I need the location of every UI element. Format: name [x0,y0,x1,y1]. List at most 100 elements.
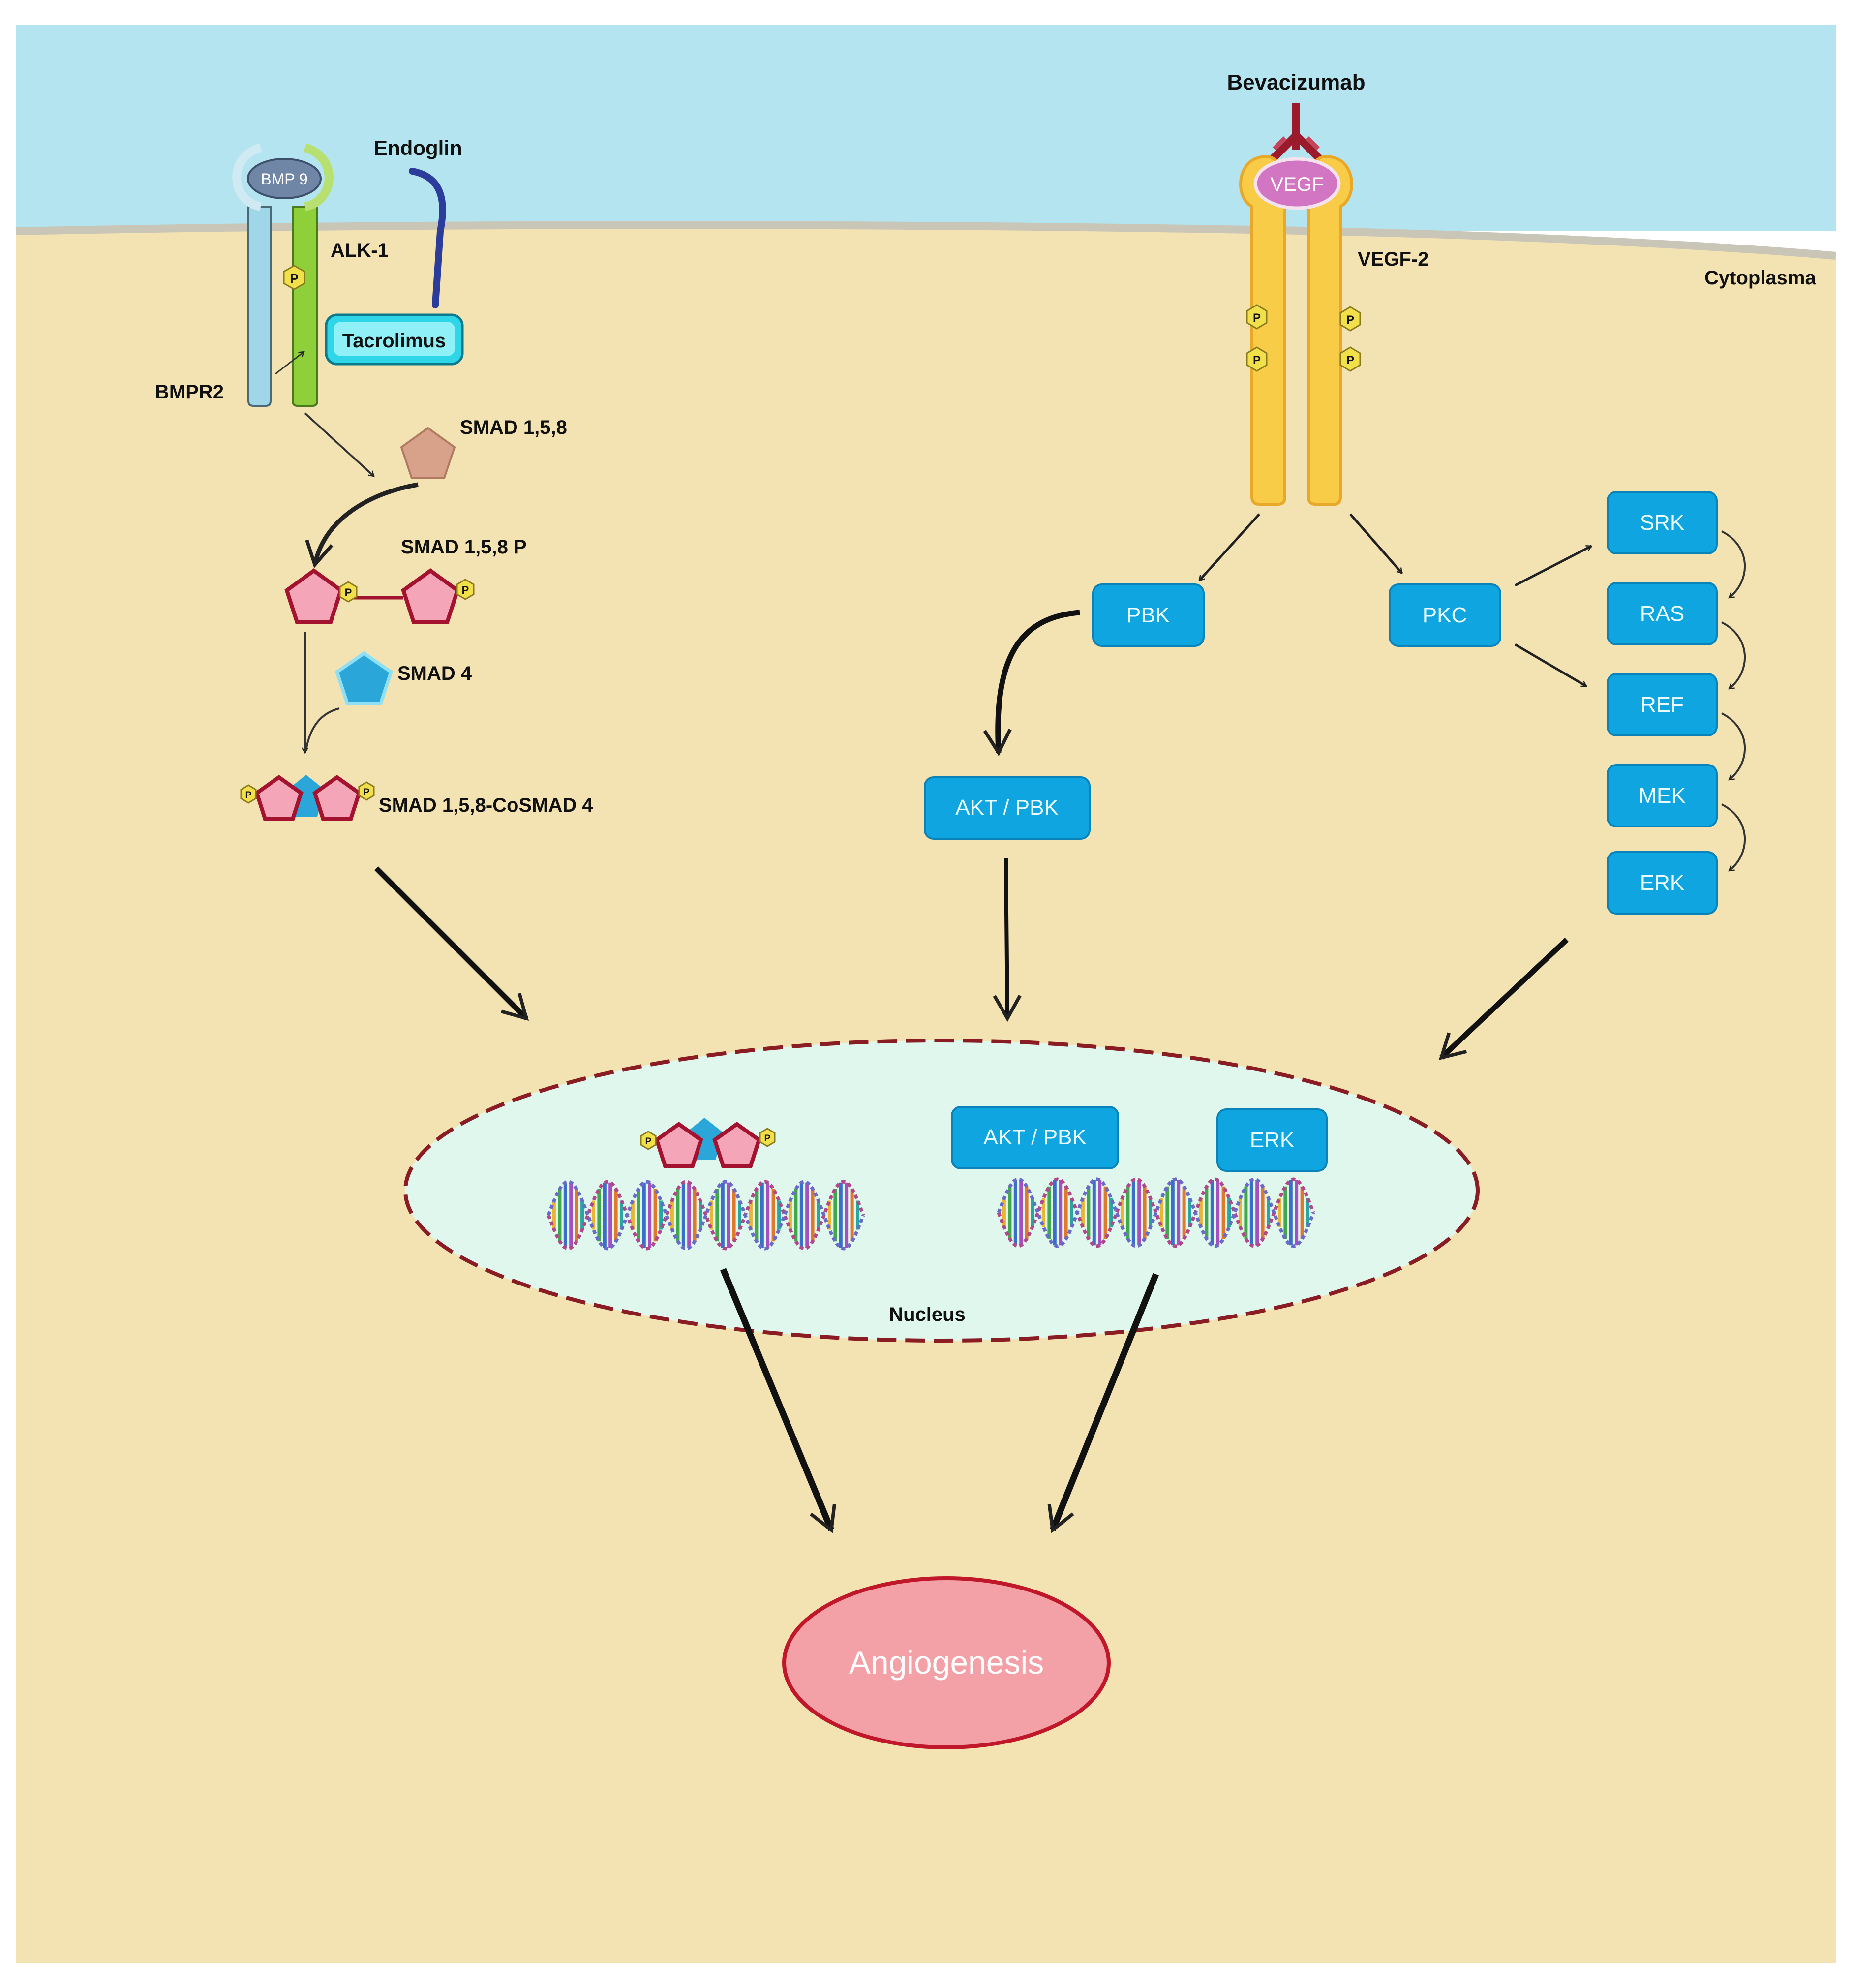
pkc-label: PKC [1423,603,1467,627]
pbk-to-aktpbk-arrow [983,610,1080,757]
ras-to-ref-arrow [1721,621,1746,690]
alk1-phospho-label: P [290,271,298,286]
antibody-arm-right-inner [1306,136,1320,150]
nuc-complex-left-icon [654,1122,703,1168]
nuc-complex-right-icon [712,1122,761,1168]
nucleus-aktpbk-box [951,1106,1119,1169]
pkc-to-ref-arrow [1514,643,1588,688]
smad158-label: SMAD 1,5,8 [460,417,567,438]
mek-to-erk-arrow [1721,803,1746,872]
smad158p-left-phospho-icon [339,581,358,603]
smad4-label: SMAD 4 [397,663,472,684]
dna-helix-right [997,1177,1315,1248]
dna-helix-left [547,1180,865,1251]
angiogenesis-label: Angiogenesis [849,1644,1044,1681]
vegf2-phospho-sites: P P P P [1246,304,1361,372]
smad158-icon [400,427,456,479]
tacrolimus-inner [334,322,455,356]
vegf2-phospho-label-4: P [1346,354,1354,367]
bmpr2-receptor [247,206,272,407]
ref-label: REF [1640,693,1684,717]
receptor-to-smad-arrow [304,412,375,477]
alk1-receptor [292,206,318,407]
alk1-label: ALK-1 [331,240,389,261]
vegf2-phospho-icon-1 [1246,304,1268,330]
nuc-complex-left-phospho-icon [640,1131,657,1150]
alk1-ligand-arc [304,143,334,211]
smad158p-right-phospho-icon [456,579,475,600]
smad158p-label: SMAD 1,5,8 P [401,536,527,558]
endoglin-label: Endoglin [374,136,462,159]
ref-box [1607,673,1718,736]
smad4-join-arrow [305,707,340,751]
pkc-to-srk-arrow [1514,545,1593,587]
complex-label: SMAD 1,5,8-CoSMAD 4 [379,795,593,816]
mapk-cascade-arrows [1721,530,1746,872]
ras-label: RAS [1640,602,1684,626]
extracellular-space [16,25,1836,231]
vegf2-to-pkc-arrow [1349,513,1403,574]
ras-box [1607,582,1718,645]
cytoplasma-label: Cytoplasma [1704,267,1816,289]
alk1-phospho-icon [283,265,305,290]
nucleus-label: Nucleus [889,1304,966,1325]
smad158p-right-phospho-label: P [462,584,469,596]
mek-label: MEK [1639,784,1685,808]
vegf2-phospho-label-2: P [1253,354,1261,367]
smad-to-nucleus-arrow [374,866,529,1021]
ref-to-mek-arrow [1721,712,1746,781]
complex-left-phospho-icon [240,784,257,804]
vegf2-phospho-label-3: P [1346,313,1354,327]
bmp9-ligand [247,158,322,199]
antibody-arm-left-inner [1273,136,1286,150]
srk-box [1607,491,1718,554]
vegf-ligand [1253,157,1341,210]
vegf2-phospho-label-1: P [1253,311,1261,325]
erk-label: ERK [1640,871,1684,895]
nuc-complex-right-phospho-label: P [764,1133,771,1144]
smad-phosphorylation-arrow [305,482,419,568]
dna-right-strand-1 [997,1177,1315,1248]
bmp9-label: BMP 9 [261,170,307,188]
smad158p-dimer: P P [284,568,475,624]
tacrolimus-label: Tacrolimus [342,330,446,352]
vegf2-label: VEGF-2 [1358,248,1428,270]
pbk-label: PBK [1126,603,1170,627]
nuc-complex-left-phospho-label: P [645,1136,652,1147]
pkc-box [1389,583,1501,647]
srk-to-ras-arrow [1721,530,1746,599]
smad4-icon [334,651,394,705]
complex-left-phospho-label: P [245,790,252,800]
complex-right-smad-icon [312,775,362,821]
vegf2-phospho-icon-3 [1339,306,1361,332]
endoglin-chain [409,168,446,308]
nucleus-right-to-angiogenesis-arrow [1047,1273,1159,1533]
pbk-box [1092,583,1205,647]
smad-complex: P P [240,775,375,821]
kinase-boxes: PBK PKC SRK RAS REF MEK ERK AKT / PBK [924,491,1718,915]
vegf-label: VEGF [1271,174,1324,195]
aktpbk-box [924,776,1091,840]
erk-to-nucleus-arrow [1438,937,1569,1060]
dna-left-strand-1 [547,1180,865,1251]
vegf2-to-pbk-arrow [1198,513,1260,581]
smad158p-left-phospho-label: P [345,586,352,599]
nucleus-erk-label: ERK [1250,1128,1294,1152]
nucleus [403,1039,1480,1343]
nucleus-erk-box [1216,1108,1328,1172]
srk-label: SRK [1640,511,1684,535]
complex-right-phospho-icon [358,781,375,801]
aktpbk-label: AKT / PBK [955,795,1059,820]
complex-left-smad-icon [254,775,304,821]
angiogenesis [782,1576,1111,1749]
bevacizumab-label: Bevacizumab [1227,70,1365,94]
bmpr2-label: BMPR2 [155,381,224,403]
cell-membrane [15,221,1836,260]
nucleus-smad-complex: P P [640,1118,776,1168]
complex-right-phospho-label: P [364,787,370,797]
smad158p-left-icon [284,568,343,624]
bmp-receptor-complex: BMP 9 P [232,143,334,407]
mek-box [1607,764,1718,827]
bmpr2-to-alk1-arrow [275,351,305,375]
